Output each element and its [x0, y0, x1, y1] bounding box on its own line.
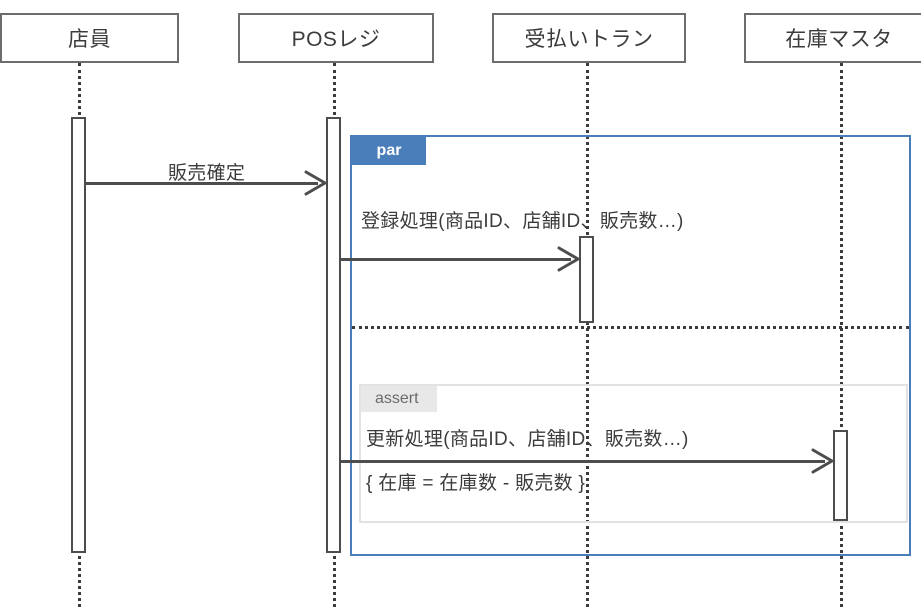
fragment-par[interactable]: par: [350, 135, 911, 556]
message-line-register: [341, 258, 571, 261]
activation-bar-inventory: [833, 430, 848, 521]
lifeline-label-pos: POSレジ: [291, 28, 381, 51]
lifeline-label-clerk: 店員: [68, 28, 111, 51]
fragment-par-operand-divider: [352, 326, 909, 329]
lifeline-header-clerk[interactable]: 店員: [0, 13, 179, 63]
constraint-stock-formula: { 在庫 = 在庫数 - 販売数 }: [366, 473, 586, 494]
activation-bar-pos: [326, 117, 341, 553]
lifeline-header-trans[interactable]: 受払いトラン: [492, 13, 686, 63]
message-label-register: 登録処理(商品ID、店舗ID、販売数…): [361, 211, 684, 232]
lifeline-stem-inventory: [840, 63, 843, 607]
lifeline-label-trans: 受払いトラン: [524, 28, 654, 51]
message-line-sale-confirm: [86, 182, 318, 185]
fragment-assert-tab-label: assert: [361, 386, 437, 412]
fragment-assert[interactable]: assert: [359, 384, 908, 523]
activation-bar-trans: [579, 236, 594, 323]
lifeline-label-inventory: 在庫マスタ: [785, 28, 893, 51]
lifeline-stem-trans: [586, 63, 589, 607]
message-line-update: [341, 460, 825, 463]
lifeline-header-pos[interactable]: POSレジ: [238, 13, 434, 63]
lifeline-header-inventory[interactable]: 在庫マスタ: [744, 13, 921, 63]
activation-bar-clerk: [71, 117, 86, 553]
fragment-par-tab-label: par: [352, 137, 426, 165]
message-label-update: 更新処理(商品ID、店舗ID、販売数…): [366, 429, 689, 450]
message-label-sale-confirm: 販売確定: [168, 163, 246, 184]
